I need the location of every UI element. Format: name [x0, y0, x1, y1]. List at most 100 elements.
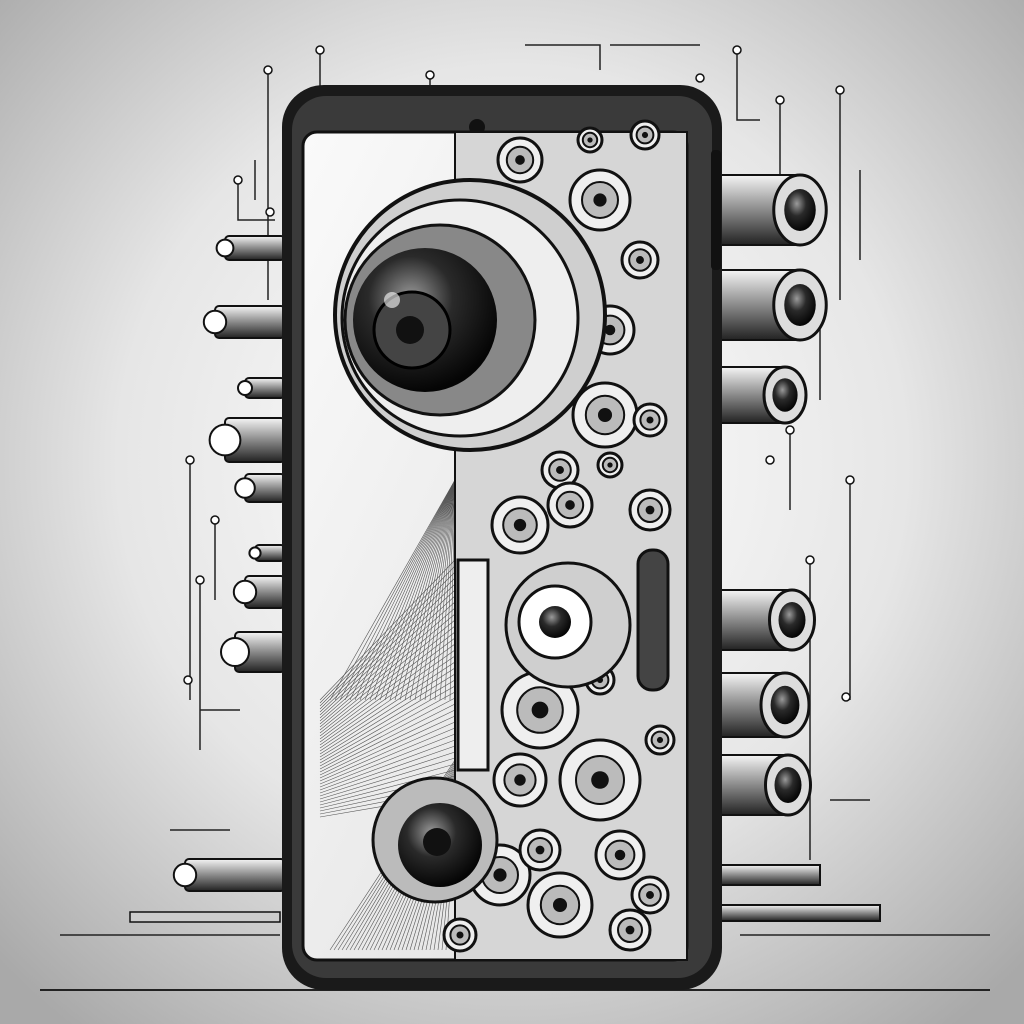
- hatch-line: [359, 479, 456, 701]
- hatch-line: [319, 739, 456, 791]
- gear-axle: [531, 701, 549, 719]
- circuit-trace: [237, 180, 275, 221]
- side-rod: [719, 864, 821, 886]
- side-cylinder: [184, 858, 286, 892]
- circuit-node: [835, 85, 845, 95]
- circuit-node: [265, 207, 275, 217]
- gear-axle: [604, 324, 616, 336]
- hatch-line: [319, 673, 456, 758]
- gear-axle: [646, 891, 654, 899]
- circuit-node: [185, 455, 195, 465]
- circuit-trace: [525, 44, 601, 70]
- cylinder-end: [232, 579, 258, 605]
- hatch-line: [444, 479, 456, 701]
- hatch-line: [404, 479, 456, 701]
- bottom-camera-lens: [371, 776, 499, 904]
- hatch-line: [364, 479, 456, 701]
- circuit-trace: [736, 50, 760, 121]
- gear-axle: [515, 155, 525, 165]
- hatch-line: [329, 479, 456, 701]
- cylinder-lens: [774, 767, 802, 803]
- hatch-line: [319, 577, 456, 710]
- cylinder-end: [172, 862, 198, 888]
- hatch-line: [319, 757, 456, 800]
- gear-axle: [625, 925, 635, 935]
- hatch-line: [319, 571, 456, 707]
- circuit-node: [425, 70, 435, 80]
- hatch-line: [319, 727, 456, 785]
- hatch-line: [319, 691, 456, 767]
- hatch-line: [384, 479, 456, 701]
- circuit-node: [765, 455, 775, 465]
- gear-axle: [556, 466, 564, 474]
- cylinder-end: [248, 546, 262, 560]
- hatch-line: [319, 751, 456, 797]
- cylinder-end: [234, 477, 256, 499]
- gears: [442, 119, 676, 953]
- side-button: [711, 150, 721, 270]
- gear-axle: [646, 416, 654, 424]
- gear-axle: [591, 771, 609, 789]
- circuit-node: [695, 73, 705, 83]
- hatch-line: [319, 769, 456, 806]
- cylinder-end: [237, 380, 253, 396]
- hatch-line: [354, 479, 456, 701]
- cylinder-lens: [772, 378, 798, 412]
- gear-axle: [597, 407, 613, 423]
- gear-axle: [513, 518, 527, 532]
- hatch-line: [374, 479, 456, 701]
- circuit-node: [210, 515, 220, 525]
- hatch-line: [414, 479, 456, 701]
- circuit-node: [315, 45, 325, 55]
- hatch-line: [319, 697, 456, 770]
- circuit-node: [845, 475, 855, 485]
- hatch-line: [319, 679, 456, 761]
- hatch-line: [319, 649, 456, 746]
- hatch-line: [339, 479, 456, 701]
- hatch-line: [344, 479, 456, 701]
- circuit-node: [263, 65, 273, 75]
- hatch-line: [319, 613, 456, 728]
- side-slot: [636, 548, 670, 692]
- cylinder-end: [215, 238, 235, 258]
- gear-axle: [636, 256, 644, 264]
- gear-axle: [535, 845, 545, 855]
- gear-axle: [593, 193, 607, 207]
- hatch-line: [319, 655, 456, 749]
- hatch-line: [379, 479, 456, 701]
- circuit-node: [805, 555, 815, 565]
- hatch-line: [439, 479, 456, 701]
- hatch-line: [334, 479, 456, 701]
- hatch-line: [319, 733, 456, 788]
- cylinder-lens: [784, 189, 816, 231]
- vertical-slider: [456, 558, 490, 772]
- hatch-line: [319, 709, 456, 776]
- gear-axle: [565, 500, 575, 510]
- gear-axle: [641, 131, 649, 139]
- hatch-line: [319, 589, 456, 716]
- gear-axle: [552, 897, 568, 913]
- gear-axle: [587, 137, 593, 143]
- circuit-node: [233, 175, 243, 185]
- cylinder-end: [220, 637, 250, 667]
- hatch-line: [394, 479, 456, 701]
- hatch-line: [409, 479, 456, 701]
- cylinder-end: [202, 309, 228, 335]
- gear-axle: [645, 505, 655, 515]
- gear-axle: [493, 868, 507, 882]
- hatch-line: [319, 667, 456, 755]
- hatch-line: [319, 721, 456, 782]
- gear-axle: [656, 736, 664, 744]
- gear-axle: [607, 462, 613, 468]
- cylinder-lens: [778, 602, 806, 638]
- hatch-line: [319, 595, 456, 719]
- hatch-line: [434, 479, 456, 701]
- hatch-line: [319, 631, 456, 737]
- gear-axle: [614, 849, 626, 861]
- cylinder-lens: [770, 685, 800, 725]
- hatch-line: [319, 703, 456, 773]
- circuit-node: [841, 692, 851, 702]
- pencil: [129, 911, 281, 923]
- circuit-node: [183, 675, 193, 685]
